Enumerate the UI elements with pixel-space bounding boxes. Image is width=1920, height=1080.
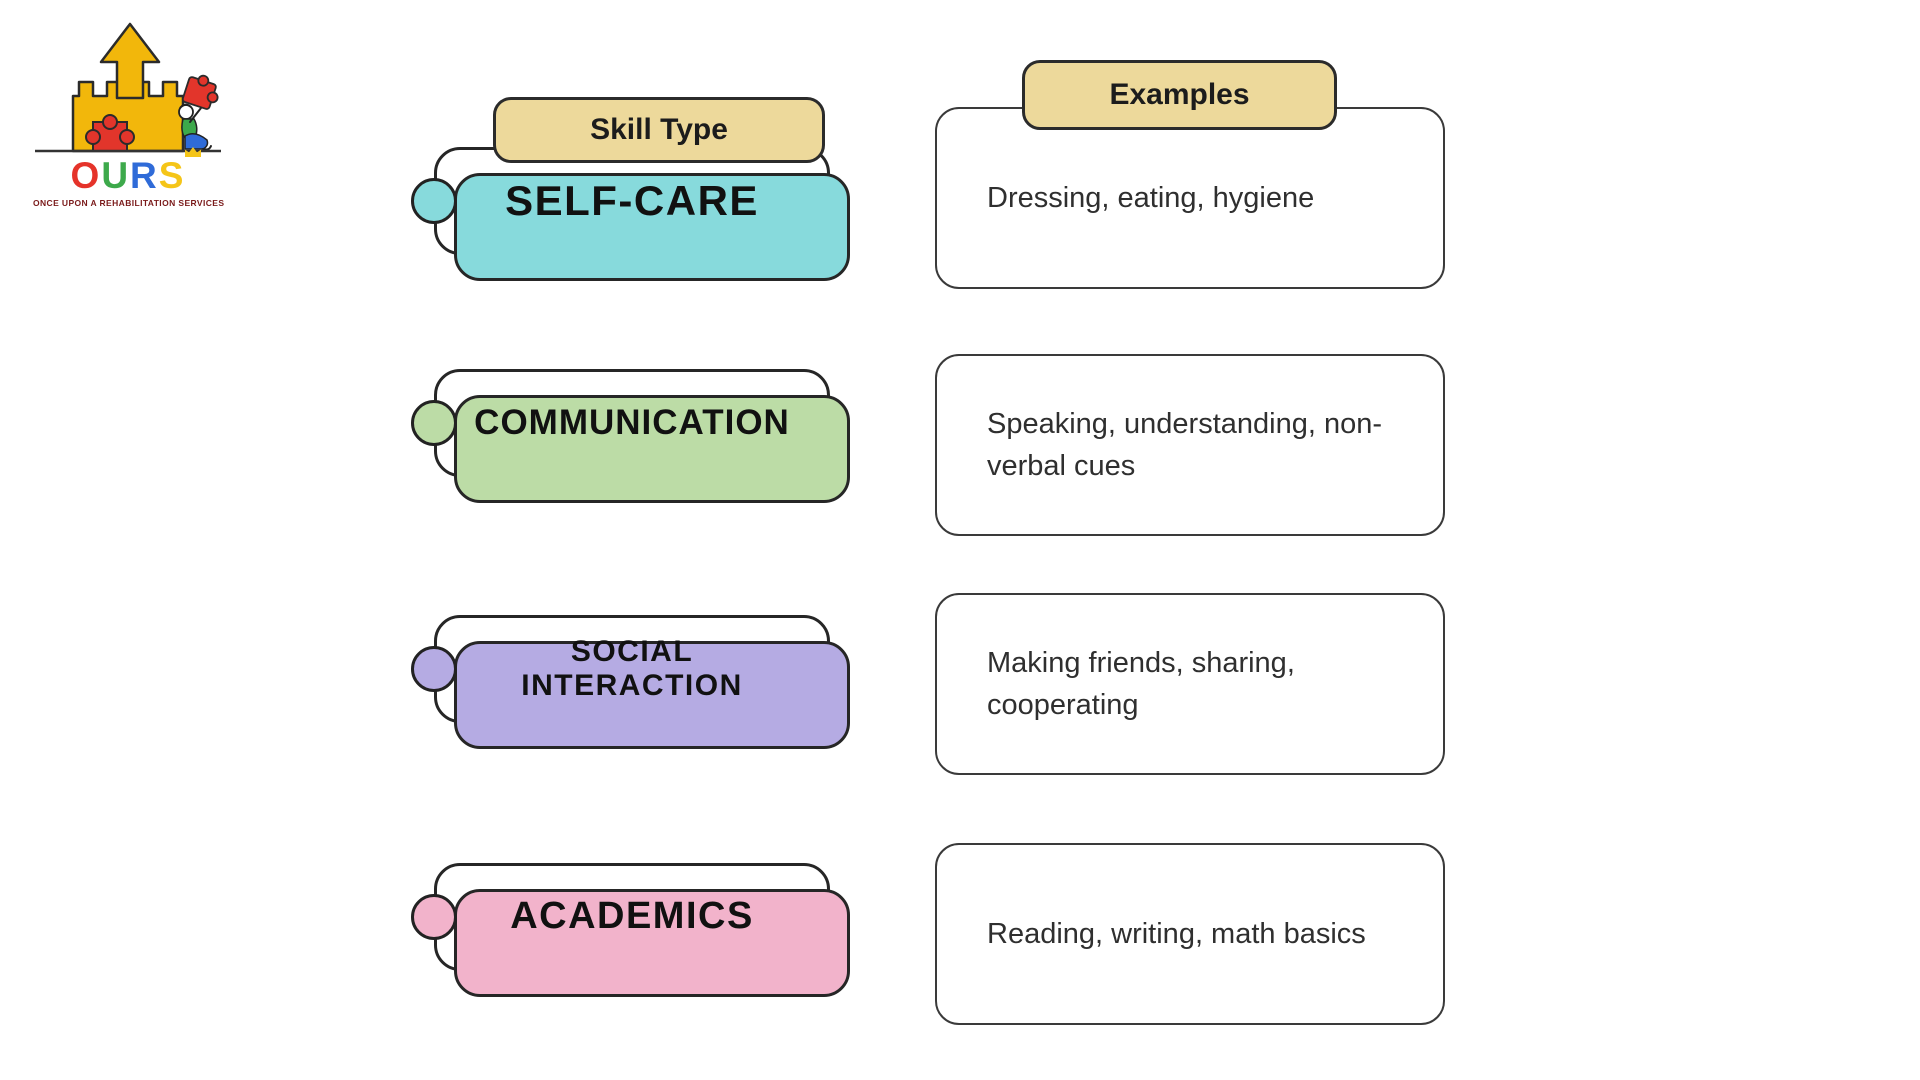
skill-name-line: COMMUNICATION [474,402,790,442]
skill-card-academics: ACADEMICS [411,863,830,971]
skill-card-communication: COMMUNICATION [411,369,830,477]
examples-header: Examples [1022,60,1337,130]
skill-name-line: INTERACTION [521,669,743,702]
brand-tagline: ONCE UPON A REHABILITATION SERVICES [33,198,225,208]
skill-name-line: ACADEMICS [510,895,754,938]
skill-name: SOCIAL INTERACTION [521,635,743,704]
child-figure [178,74,219,151]
skill-card-social-interaction: SOCIAL INTERACTION [411,615,830,723]
bullet-circle-icon [411,894,457,940]
brand-letter: U [101,155,131,196]
castle-arrow-tower [99,22,161,100]
skill-name: ACADEMICS [510,895,754,939]
example-text: Reading, writing, math basics [987,917,1366,950]
bullet-circle-icon [411,178,457,224]
brand-letter: S [158,155,186,196]
example-card-self-care: Dressing, eating, hygiene [935,107,1445,289]
example-card-communication: Speaking, understanding, non-verbal cues [935,354,1445,536]
brand-name: OURS [33,147,223,196]
skill-name: SELF-CARE [505,177,759,225]
brand-letter: R [130,155,159,196]
example-card-social-interaction: Making friends, sharing, cooperating [935,593,1445,775]
castle-logo-graphic [35,22,221,153]
crown-icon [185,147,201,157]
example-text: Making friends, sharing, cooperating [987,646,1295,721]
brand-letter: O [70,155,102,196]
example-card-academics: Reading, writing, math basics [935,843,1445,1025]
bullet-circle-icon [411,646,457,692]
skill-name: COMMUNICATION [474,403,790,443]
skill-name-line: SELF-CARE [505,176,759,224]
skill-type-header: Skill Type [493,97,825,163]
puzzle-piece-door [85,114,135,152]
skill-name-line: SOCIAL [570,634,694,668]
brand-logo: OURS ONCE UPON A REHABILITATION SERVICES [33,18,225,208]
bullet-circle-icon [411,400,457,446]
example-text: Dressing, eating, hygiene [987,181,1315,214]
example-text: Speaking, understanding, non-verbal cues [987,407,1383,482]
skill-card-self-care: SELF-CARE [411,147,830,255]
